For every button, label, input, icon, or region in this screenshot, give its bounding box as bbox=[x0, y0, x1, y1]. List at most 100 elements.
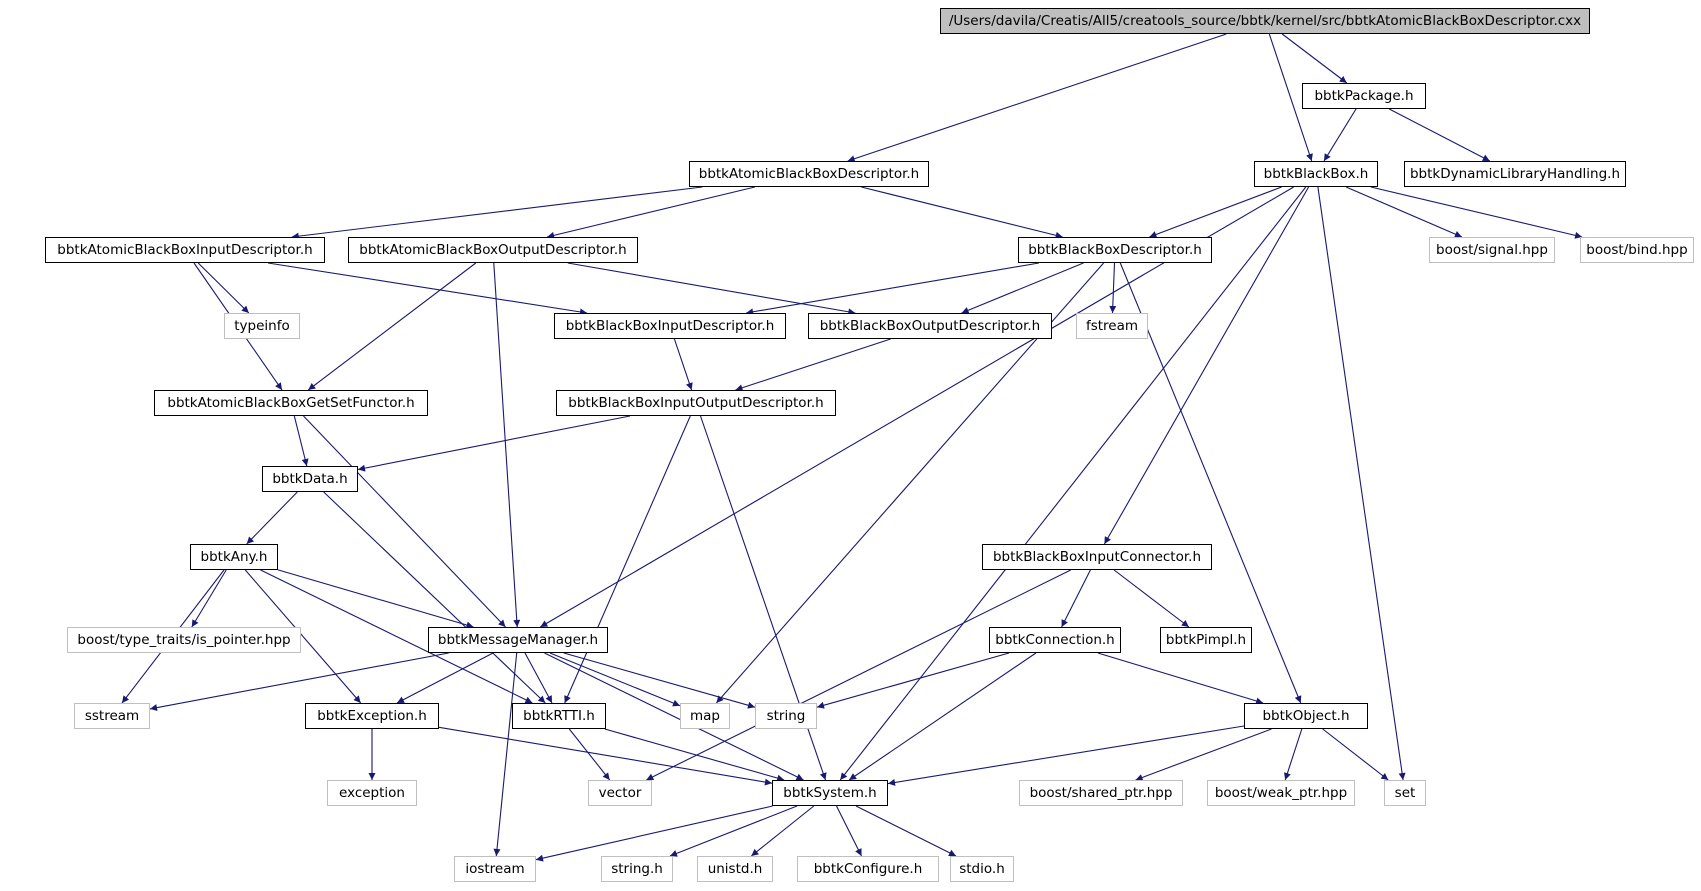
node-root[interactable]: /Users/davila/Creatis/All5/creatools_sou… bbox=[940, 8, 1590, 34]
node-unistd: unistd.h bbox=[697, 856, 773, 882]
edge-any-to-msgmgr bbox=[277, 569, 474, 629]
node-set: set bbox=[1384, 780, 1426, 806]
node-blackbox[interactable]: bbtkBlackBox.h bbox=[1254, 161, 1378, 187]
edge-system-to-stdio bbox=[855, 805, 957, 857]
edge-msgmgr-to-string bbox=[563, 652, 756, 709]
edge-atomic-out-to-bb-out bbox=[567, 262, 856, 316]
edge-root-to-blackbox bbox=[1268, 33, 1313, 162]
edge-blackbox-to-set bbox=[1317, 186, 1406, 781]
node-dynlib[interactable]: bbtkDynamicLibraryHandling.h bbox=[1404, 161, 1626, 187]
edge-getset-to-data bbox=[293, 415, 309, 467]
node-msgmgr[interactable]: bbtkMessageManager.h bbox=[428, 627, 608, 653]
edge-atomic-in-to-bb-in bbox=[267, 262, 588, 316]
edge-object-to-shared-ptr bbox=[1135, 728, 1272, 781]
node-connection[interactable]: bbtkConnection.h bbox=[989, 627, 1121, 653]
edge-data-to-any bbox=[246, 491, 298, 545]
edge-blackbox-to-boost-signal bbox=[1345, 186, 1463, 238]
node-package[interactable]: bbtkPackage.h bbox=[1302, 83, 1426, 109]
node-atomic-desc[interactable]: bbtkAtomicBlackBoxDescriptor.h bbox=[689, 161, 929, 187]
node-boost-signal: boost/signal.hpp bbox=[1429, 237, 1555, 263]
edge-object-to-system bbox=[887, 725, 1245, 786]
edge-in-conn-to-connection bbox=[1061, 569, 1091, 628]
edge-msgmgr-to-exception-h bbox=[396, 652, 494, 704]
edge-bb-out-to-bb-inout bbox=[735, 338, 891, 392]
edge-system-to-unistd bbox=[750, 805, 815, 857]
node-shared-ptr: boost/shared_ptr.hpp bbox=[1019, 780, 1183, 806]
node-bb-desc[interactable]: bbtkBlackBoxDescriptor.h bbox=[1018, 237, 1212, 263]
edge-package-to-blackbox bbox=[1323, 108, 1357, 162]
edge-connection-to-system bbox=[848, 652, 1037, 781]
node-bb-out[interactable]: bbtkBlackBoxOutputDescriptor.h bbox=[808, 313, 1052, 339]
node-stdio: stdio.h bbox=[950, 856, 1014, 882]
node-configure: bbtkConfigure.h bbox=[797, 856, 939, 882]
edge-object-to-weak-ptr bbox=[1284, 728, 1303, 781]
edge-getset-to-msgmgr bbox=[303, 415, 506, 628]
edge-bb-in-to-bb-inout bbox=[673, 338, 693, 391]
edge-atomic-out-to-getset bbox=[307, 262, 477, 391]
node-in-conn[interactable]: bbtkBlackBoxInputConnector.h bbox=[982, 544, 1212, 570]
edge-system-to-iostream bbox=[535, 805, 773, 862]
node-rtti[interactable]: bbtkRTTI.h bbox=[512, 703, 606, 729]
node-bb-inout[interactable]: bbtkBlackBoxInputOutputDescriptor.h bbox=[556, 390, 836, 416]
edge-atomic-in-to-typeinfo bbox=[197, 262, 250, 314]
node-any[interactable]: bbtkAny.h bbox=[190, 544, 278, 570]
edge-atomic-desc-to-atomic-out bbox=[546, 186, 756, 239]
edge-rtti-to-vector bbox=[568, 728, 611, 781]
edge-in-conn-to-pimpl bbox=[1113, 569, 1190, 628]
node-system[interactable]: bbtkSystem.h bbox=[772, 780, 888, 806]
edge-bb-desc-to-bb-in bbox=[746, 262, 1039, 316]
edge-system-to-string-h bbox=[669, 805, 798, 857]
node-map: map bbox=[680, 703, 730, 729]
edge-atomic-desc-to-bb-desc bbox=[861, 186, 1063, 239]
edge-package-to-dynlib bbox=[1388, 108, 1491, 162]
edge-any-to-exception-h bbox=[244, 569, 362, 704]
node-is-pointer: boost/type_traits/is_pointer.hpp bbox=[67, 627, 301, 653]
edge-atomic-desc-to-atomic-in bbox=[291, 186, 703, 240]
edge-root-to-package bbox=[1281, 33, 1348, 84]
node-exception: exception bbox=[327, 780, 417, 806]
edge-system-to-configure bbox=[836, 805, 862, 857]
edge-any-to-rtti bbox=[260, 569, 533, 704]
edge-blackbox-to-system bbox=[839, 186, 1307, 781]
edge-connection-to-object bbox=[1097, 652, 1264, 705]
node-object[interactable]: bbtkObject.h bbox=[1244, 703, 1368, 729]
edge-bb-inout-to-data bbox=[357, 415, 631, 472]
edge-bb-desc-to-object bbox=[1119, 262, 1302, 704]
edge-bb-desc-to-bb-out bbox=[961, 262, 1084, 314]
node-typeinfo: typeinfo bbox=[224, 313, 300, 339]
node-atomic-in[interactable]: bbtkAtomicBlackBoxInputDescriptor.h bbox=[45, 237, 325, 263]
edge-connection-to-string bbox=[816, 652, 1010, 709]
edge-object-to-set bbox=[1322, 728, 1389, 781]
node-iostream: iostream bbox=[454, 856, 536, 882]
edge-blackbox-to-boost-bind bbox=[1370, 186, 1583, 239]
node-bb-in[interactable]: bbtkBlackBoxInputDescriptor.h bbox=[554, 313, 786, 339]
edge-blackbox-to-bb-desc bbox=[1149, 186, 1282, 238]
node-exception-h[interactable]: bbtkException.h bbox=[305, 703, 439, 729]
node-sstream: sstream bbox=[74, 703, 150, 729]
edge-bb-inout-to-rtti bbox=[564, 415, 691, 704]
node-getset[interactable]: bbtkAtomicBlackBoxGetSetFunctor.h bbox=[154, 390, 428, 416]
edge-rtti-to-system bbox=[604, 728, 785, 782]
node-vector: vector bbox=[588, 780, 652, 806]
edge-msgmgr-to-map bbox=[549, 652, 681, 707]
node-atomic-out[interactable]: bbtkAtomicBlackBoxOutputDescriptor.h bbox=[348, 237, 638, 263]
node-string: string bbox=[755, 703, 817, 729]
edge-blackbox-to-in-conn bbox=[1103, 186, 1310, 545]
node-fstream: fstream bbox=[1076, 313, 1148, 339]
edge-bb-desc-to-fstream bbox=[1109, 262, 1117, 314]
node-weak-ptr: boost/weak_ptr.hpp bbox=[1207, 780, 1355, 806]
edge-atomic-out-to-msgmgr bbox=[493, 262, 521, 628]
edge-exception-h-to-system bbox=[438, 726, 773, 786]
edge-in-conn-to-vector bbox=[646, 569, 1071, 781]
edge-msgmgr-to-iostream bbox=[493, 652, 518, 857]
edge-msgmgr-to-system bbox=[544, 652, 804, 781]
node-pimpl[interactable]: bbtkPimpl.h bbox=[1160, 627, 1252, 653]
node-boost-bind: boost/bind.hpp bbox=[1580, 237, 1694, 263]
edge-data-to-rtti bbox=[323, 491, 546, 704]
edge-msgmgr-to-sstream bbox=[149, 652, 449, 712]
node-data[interactable]: bbtkData.h bbox=[262, 466, 358, 492]
edge-msgmgr-to-rtti bbox=[524, 652, 553, 704]
edge-root-to-atomic-desc bbox=[847, 33, 1227, 163]
edge-any-to-is-pointer bbox=[191, 569, 227, 628]
